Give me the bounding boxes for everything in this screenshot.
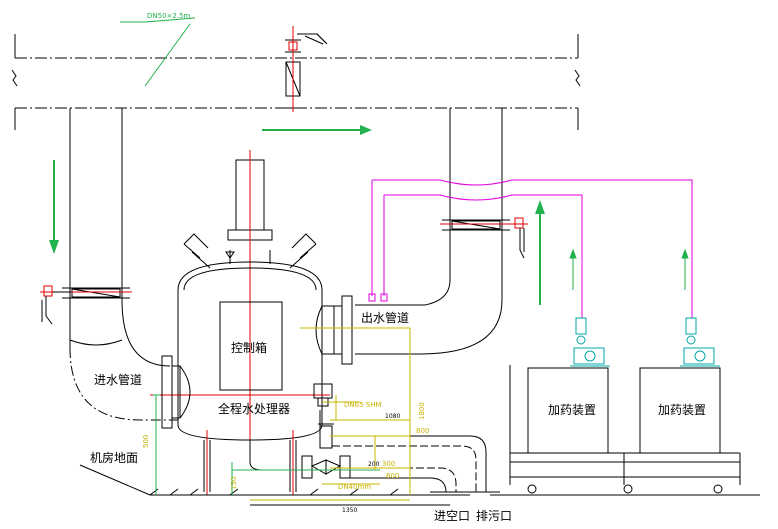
outlet-riser-pipe: [355, 108, 503, 355]
dosing-pump-1: [570, 317, 610, 367]
pipe-size-note: DN50×2.5m: [120, 12, 196, 87]
dosing-lines: [368, 179, 693, 318]
outlet-valve: [440, 217, 528, 259]
pump-flow-arrows: [569, 248, 689, 290]
dosing-unit-2: [639, 367, 721, 454]
dim-150: 150: [230, 477, 238, 490]
control-box-label: 控制箱: [231, 340, 267, 355]
overhead-main-pipe: [11, 34, 581, 130]
dim-valve-1: DN65 SHM: [344, 401, 382, 409]
inlet-port-label: 进空口: [434, 509, 470, 523]
treatment-vessel: [150, 150, 360, 495]
flow-arrow-up: [535, 200, 545, 305]
dim-1800: 1800: [418, 402, 426, 420]
dim-200: 200: [368, 461, 380, 468]
dosing-unit-1-label: 加药装置: [548, 403, 596, 417]
dim-valve-2: DN40mm: [338, 483, 371, 491]
processor-label: 全程水处理器: [218, 401, 290, 416]
inlet-pipe-label: 进水管道: [94, 372, 142, 387]
overhead-valve: [285, 26, 328, 112]
dim-500: 500: [142, 435, 150, 448]
floor-line: [79, 464, 470, 496]
dosing-pump-2: [680, 317, 720, 367]
dim-1080: 1080: [385, 413, 400, 420]
vessel-inlet-flange: [161, 355, 191, 429]
outlet-pipe-label: 出水管道: [361, 310, 409, 325]
dim-1350: 1350: [342, 507, 357, 514]
inlet-pipe: [69, 108, 178, 421]
pipe-note-text: DN50×2.5m: [147, 12, 191, 20]
flow-arrow-down: [49, 160, 59, 254]
dosing-unit-1: [527, 367, 609, 454]
dim-800: 800: [416, 427, 429, 435]
drain-port-label: 排污口: [476, 509, 512, 523]
dimension-lines: [153, 327, 450, 506]
dim-600: 600: [386, 472, 399, 480]
dim-300: 300: [382, 460, 395, 468]
dosing-unit-2-label: 加药装置: [658, 403, 706, 417]
inlet-valve: [40, 285, 132, 325]
vessel-outlet-flange: [315, 295, 353, 365]
floor-label: 机房地面: [90, 450, 138, 465]
flow-arrow-top: [262, 125, 372, 135]
